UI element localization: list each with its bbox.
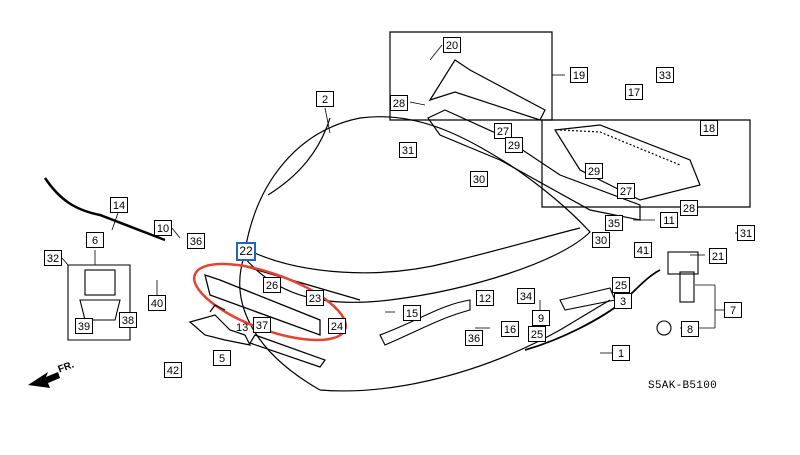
callout-31: 31 (399, 142, 417, 158)
callout-36: 36 (187, 233, 205, 249)
callout-39: 39 (75, 318, 93, 334)
bracket (379, 299, 471, 346)
callout-41: 41 (634, 242, 652, 258)
callout-38: 38 (119, 312, 137, 328)
callout-30b: 30 (592, 232, 610, 248)
callout-25b: 25 (528, 326, 546, 342)
callout-2: 2 (316, 91, 334, 107)
callout-12: 12 (476, 290, 494, 306)
front-arrow (28, 372, 60, 388)
callout-34: 34 (517, 288, 535, 304)
callout-28b: 28 (680, 200, 698, 216)
callout-8: 8 (681, 321, 699, 337)
callout-22-highlighted: 22 (236, 242, 256, 261)
callout-40: 40 (148, 295, 166, 311)
callout-21: 21 (709, 248, 727, 264)
callout-32: 32 (44, 250, 62, 266)
callout-15: 15 (403, 305, 421, 321)
callout-36b: 36 (465, 330, 483, 346)
callout-6: 6 (86, 232, 104, 248)
callout-29b: 29 (585, 163, 603, 179)
callout-10: 10 (154, 220, 172, 236)
callout-31b: 31 (737, 225, 755, 241)
callout-3: 3 (614, 293, 632, 309)
callout-11: 11 (660, 212, 678, 228)
hood-stay (43, 177, 166, 242)
highlight-circle (192, 262, 348, 342)
callout-5: 5 (213, 350, 231, 366)
callout-26: 26 (263, 277, 281, 293)
side-strip (249, 334, 326, 368)
hood-seal (204, 264, 361, 336)
callout-13: 13 (236, 322, 249, 334)
callout-27: 27 (494, 123, 512, 139)
callout-37: 37 (253, 317, 271, 333)
diagram-code: S5AK-B5100 (648, 380, 718, 392)
callout-23: 23 (306, 290, 324, 306)
callout-24: 24 (328, 318, 346, 334)
callout-14: 14 (110, 197, 128, 213)
latch-plate (559, 287, 616, 311)
callout-20: 20 (443, 37, 461, 53)
callout-42: 42 (164, 362, 182, 378)
latch-assembly (67, 264, 131, 341)
callout-30: 30 (470, 171, 488, 187)
cowl-lower (541, 119, 751, 208)
callout-35: 35 (605, 215, 623, 231)
callout-16: 16 (501, 321, 519, 337)
callout-29: 29 (505, 137, 523, 153)
callout-33: 33 (656, 67, 674, 83)
callout-7: 7 (724, 302, 742, 318)
release-handle (656, 251, 699, 336)
callout-27b: 27 (617, 183, 635, 199)
callout-18: 18 (700, 120, 718, 136)
callout-25: 25 (612, 277, 630, 293)
callout-1: 1 (612, 345, 630, 361)
callout-17: 17 (625, 84, 643, 100)
callout-19: 19 (570, 67, 588, 83)
hood-hinge (188, 304, 252, 346)
callout-28: 28 (390, 95, 408, 111)
callout-9: 9 (532, 310, 550, 326)
